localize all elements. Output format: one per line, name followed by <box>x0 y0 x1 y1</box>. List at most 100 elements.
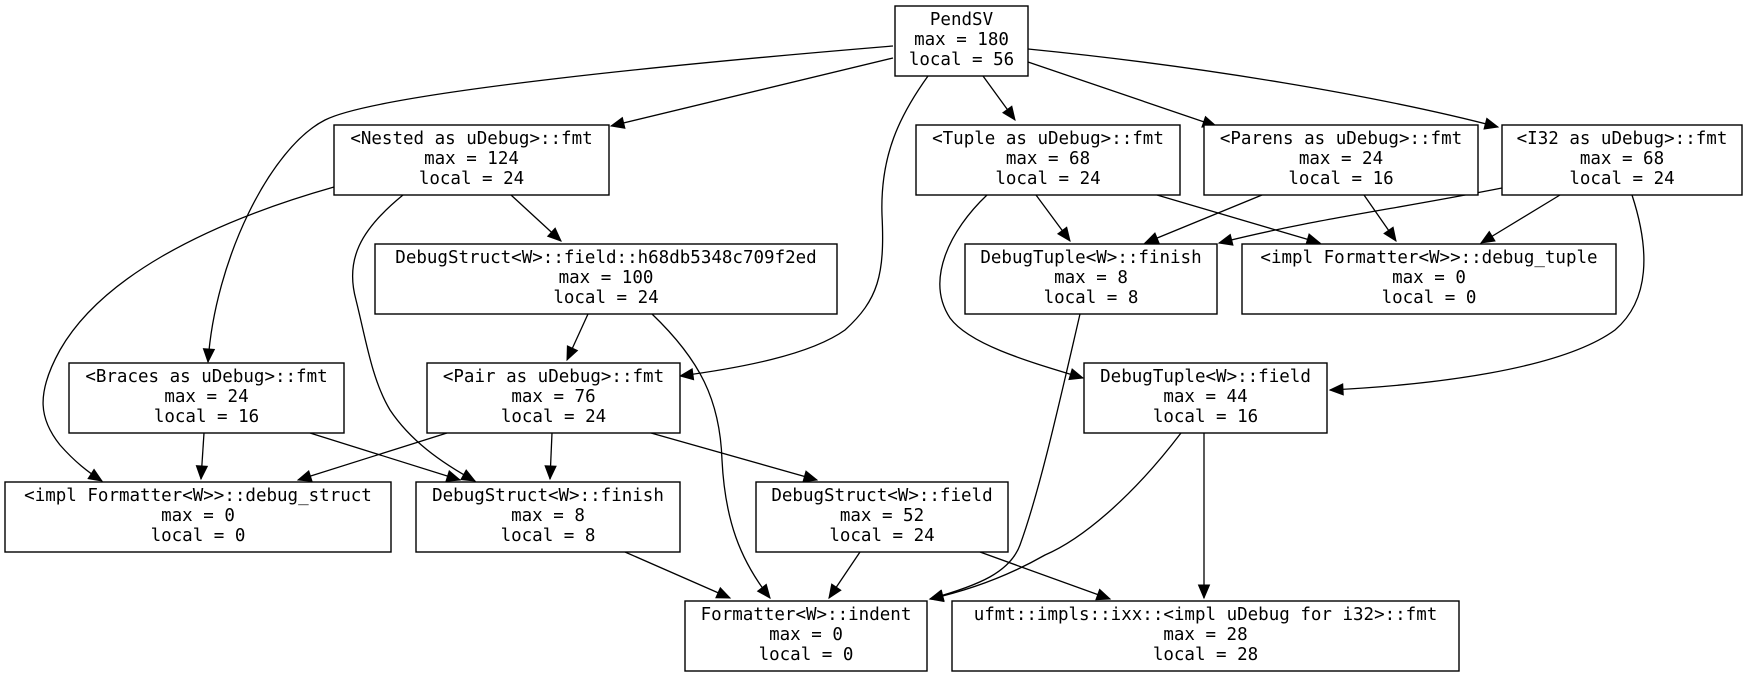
edge-line <box>650 432 818 481</box>
arrowhead-icon <box>544 465 557 481</box>
node-local-label: local = 24 <box>553 288 658 308</box>
edge-tuple_fmt-to-debugtuple_field <box>939 194 1085 381</box>
node-ufmt_i32_fmt: ufmt::impls::ixx::<impl uDebug for i32>:… <box>951 600 1460 672</box>
arrowhead-icon <box>1068 368 1085 381</box>
node-local-label: local = 16 <box>154 407 259 427</box>
arrowhead-icon <box>609 116 626 129</box>
node-box <box>1083 362 1328 434</box>
edges-layer <box>42 45 1645 603</box>
edge-i32_fmt-to-debugtuple_field <box>1328 194 1645 396</box>
node-name-label: Formatter<W>::indent <box>701 605 912 625</box>
arrowhead-icon <box>1143 232 1160 244</box>
node-local-label: local = 0 <box>1382 288 1477 308</box>
arrowhead-icon <box>460 469 477 482</box>
edge-pendsv-to-nested_fmt <box>609 57 894 129</box>
arrowhead-icon <box>1483 117 1500 130</box>
edge-line <box>42 186 335 482</box>
node-name-label: <impl Formatter<W>>::debug_tuple <box>1260 248 1597 268</box>
edge-line <box>610 57 894 127</box>
edge-line <box>352 194 476 482</box>
node-name-label: PendSV <box>930 10 994 30</box>
edge-i32_fmt-to-formatter_debug_tuple <box>1479 194 1561 244</box>
node-name-label: <Braces as uDebug>::fmt <box>85 367 327 387</box>
arrowhead-icon <box>1002 105 1016 122</box>
edge-pendsv-to-parens_fmt <box>1027 61 1218 128</box>
edge-pendsv-to-tuple_fmt <box>982 75 1016 122</box>
node-name-label: ufmt::impls::ixx::<impl uDebug for i32>:… <box>974 605 1438 625</box>
edge-nested_fmt-to-formatter_debug_struct <box>42 186 335 482</box>
edge-line <box>1218 187 1503 244</box>
node-box <box>374 243 838 315</box>
node-box <box>894 5 1029 77</box>
edge-line <box>651 313 771 599</box>
node-max-label: max = 44 <box>1163 387 1247 407</box>
node-box <box>755 481 1009 553</box>
node-local-label: local = 24 <box>995 169 1100 189</box>
edge-debugtuple_finish-to-formatter_indent <box>928 313 1081 602</box>
edge-pendsv-to-pair_fmt <box>678 75 929 381</box>
edge-line <box>207 45 894 363</box>
edge-line <box>679 75 929 377</box>
edge-pair_fmt-to-formatter_debug_struct <box>296 432 448 482</box>
edge-pair_fmt-to-debugstruct_finish <box>544 432 557 481</box>
node-name-label: DebugTuple<W>::field <box>1100 367 1311 387</box>
arrowhead-icon <box>1056 226 1071 243</box>
node-max-label: max = 76 <box>511 387 595 407</box>
edge-nested_fmt-to-debugstruct_finish <box>352 194 477 482</box>
edge-pendsv-to-braces_fmt <box>202 45 894 364</box>
arrowhead-icon <box>546 227 562 242</box>
node-box <box>915 124 1181 196</box>
arrowhead-icon <box>1095 588 1112 601</box>
edge-debugtuple_field-to-formatter_indent <box>928 432 1182 603</box>
node-max-label: max = 68 <box>1580 149 1664 169</box>
node-local-label: local = 0 <box>759 645 854 665</box>
edge-parens_fmt-to-formatter_debug_tuple <box>1363 194 1397 243</box>
node-box <box>1241 243 1617 315</box>
edge-pendsv-to-i32_fmt <box>1027 48 1500 130</box>
edge-line <box>1329 194 1645 391</box>
node-box <box>333 124 610 196</box>
edge-line <box>1144 194 1263 244</box>
edge-braces_fmt-to-formatter_debug_struct <box>195 432 209 481</box>
node-debugstruct_field_hash: DebugStruct<W>::field::h68db5348c709f2ed… <box>374 243 838 315</box>
node-local-label: local = 56 <box>909 50 1014 70</box>
node-box <box>964 243 1218 315</box>
arrowhead-icon <box>828 583 842 600</box>
node-local-label: local = 24 <box>419 169 524 189</box>
arrowhead-icon <box>195 465 209 481</box>
node-local-label: local = 24 <box>1569 169 1674 189</box>
edge-debugtuple_field-to-ufmt_i32_fmt <box>1197 433 1211 600</box>
node-local-label: local = 24 <box>829 526 934 546</box>
arrowhead-icon <box>1383 226 1397 243</box>
edge-line <box>309 432 461 481</box>
node-max-label: max = 24 <box>164 387 248 407</box>
edge-line <box>1027 61 1217 127</box>
edge-braces_fmt-to-debugstruct_finish <box>309 432 462 482</box>
edge-debugstruct_finish-to-formatter_indent <box>624 551 732 599</box>
edge-line <box>624 551 731 599</box>
node-max-label: max = 28 <box>1163 625 1247 645</box>
node-name-label: <I32 as uDebug>::fmt <box>1517 129 1728 149</box>
edge-line <box>929 432 1182 600</box>
edge-line <box>1156 194 1321 244</box>
node-name-label: DebugStruct<W>::field::h68db5348c709f2ed <box>395 248 816 268</box>
node-box <box>426 362 681 434</box>
edge-line <box>939 194 1084 379</box>
arrowhead-icon <box>87 468 104 482</box>
edge-i32_fmt-to-debugtuple_finish <box>1217 187 1503 246</box>
node-box <box>951 600 1460 672</box>
edge-line <box>1027 48 1499 128</box>
edge-tuple_fmt-to-debugtuple_finish <box>1035 194 1071 243</box>
